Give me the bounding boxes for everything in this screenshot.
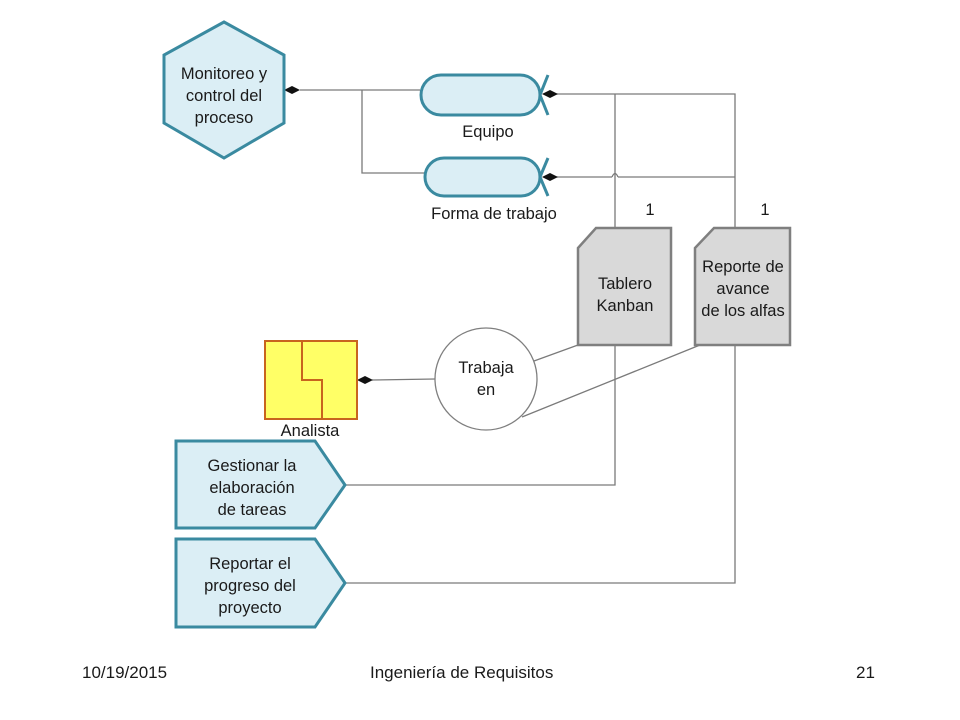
analista-inner-line-left [301, 341, 323, 419]
equipo-tail [538, 74, 550, 116]
reportar-line-1: Reportar el [209, 555, 291, 573]
forma-tail [538, 157, 550, 197]
line-trabaja-kanban [533, 344, 579, 362]
multiplicity-reporte: 1 [760, 201, 769, 219]
tablero-line-1: Tablero [598, 275, 652, 293]
multiplicity-kanban: 1 [645, 201, 654, 219]
tablero-line-2: Kanban [597, 297, 654, 315]
gestionar-line-3: de tareas [218, 501, 287, 519]
relation-trabaja-en: Trabaja en [434, 327, 538, 431]
reporte-shape [693, 226, 792, 347]
analista-label: Analista [281, 422, 341, 440]
work-product-reporte-avance: Reporte de avance de los alfas [693, 226, 792, 347]
equipo-label: Equipo [462, 123, 513, 141]
line-trabaja-analista [371, 378, 436, 381]
monitoreo-line-3: proceso [195, 109, 254, 127]
alpha-forma-trabajo: Forma de trabajo [423, 156, 557, 223]
footer-title: Ingeniería de Requisitos [370, 663, 554, 682]
diamond-markers [284, 86, 558, 384]
forma-label: Forma de trabajo [431, 205, 557, 223]
monitoreo-line-1: Monitoreo y [181, 65, 268, 83]
diamond-forma [542, 173, 558, 181]
diamond-monitoreo [284, 86, 300, 94]
reportar-line-2: progreso del [204, 577, 296, 595]
activity-reportar: Reportar el progreso del proyecto [174, 537, 347, 629]
alpha-equipo: Equipo [419, 73, 550, 141]
footer-date: 10/19/2015 [82, 663, 168, 682]
diamond-equipo [542, 90, 558, 98]
line-kanban-gestionar [345, 345, 616, 486]
equipo-pill [419, 73, 542, 117]
connector-lines [300, 89, 736, 584]
monitoreo-line-2: control del [186, 87, 262, 105]
activity-gestionar: Gestionar la elaboración de tareas [174, 439, 347, 530]
trabaja-circle [434, 327, 538, 431]
trabaja-line-2: en [477, 381, 495, 399]
line-trabaja-reporte [521, 344, 701, 418]
reporte-line-1: Reporte de [702, 258, 784, 276]
line-monitoreo-forma [361, 90, 425, 174]
gestionar-line-1: Gestionar la [208, 457, 298, 475]
forma-pill [423, 156, 542, 198]
reporte-line-3: de los alfas [701, 302, 784, 320]
line-reporte-reportar [345, 345, 736, 584]
trabaja-line-1: Trabaja [458, 359, 514, 377]
reportar-shape [174, 537, 347, 629]
reportar-line-3: proyecto [218, 599, 281, 617]
reporte-line-2: avance [716, 280, 769, 298]
gestionar-line-2: elaboración [209, 479, 294, 497]
activity-space-monitoreo: Monitoreo y control del proceso [162, 20, 286, 160]
work-product-tablero-kanban: Tablero Kanban [576, 226, 673, 347]
hexagon-shape [162, 20, 286, 160]
tablero-shape [576, 226, 673, 347]
diamond-analista [357, 376, 373, 384]
competency-analista: Analista [264, 340, 358, 440]
gestionar-shape [174, 439, 347, 530]
footer-page-number: 21 [856, 663, 875, 682]
